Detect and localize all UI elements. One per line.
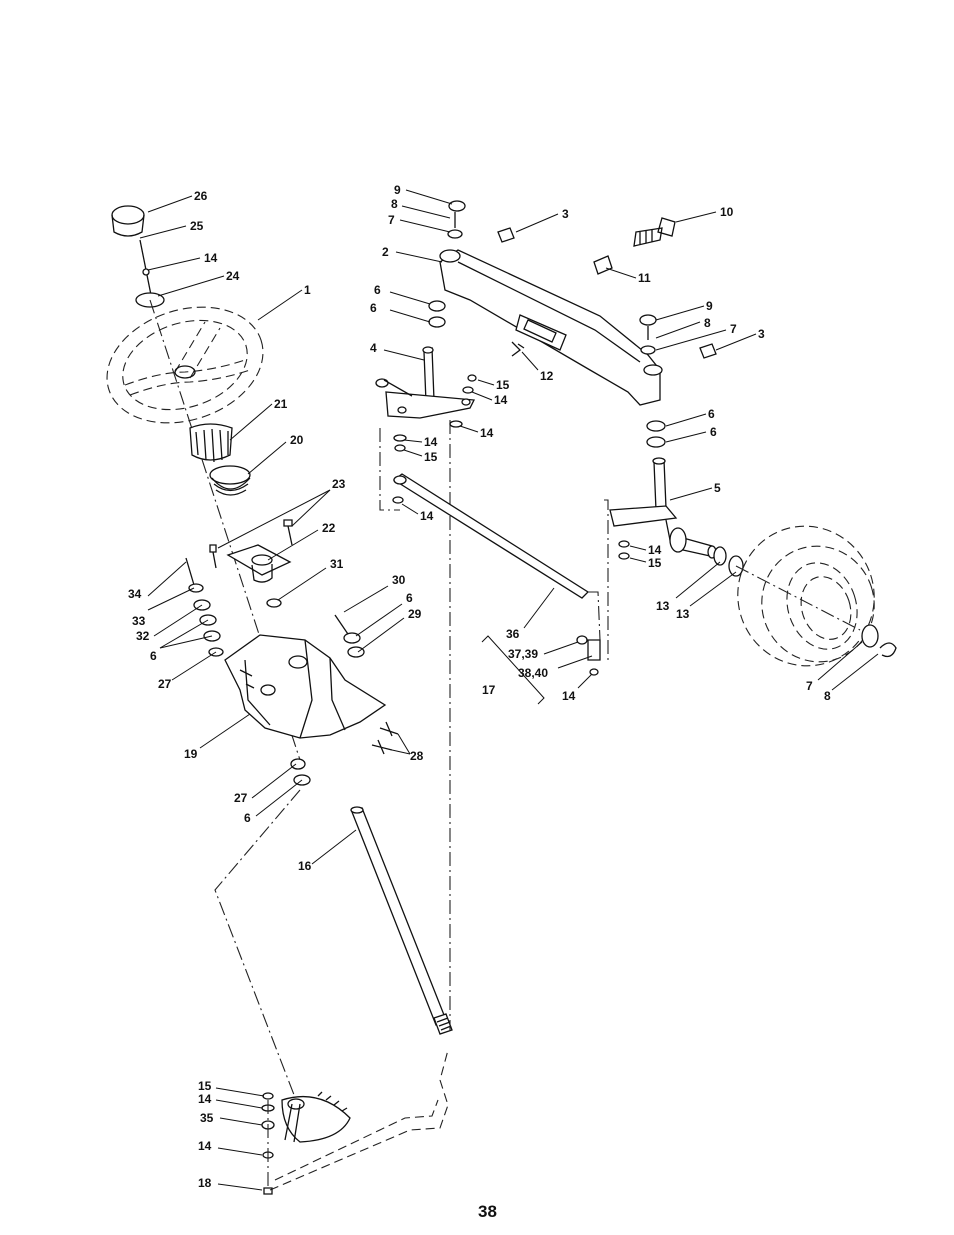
- callout-label: 3: [758, 327, 765, 341]
- callout-label: 14: [562, 689, 576, 703]
- callout-label: 21: [274, 397, 288, 411]
- pivot-bolt-part: [634, 218, 675, 246]
- callout-label: 5: [714, 481, 721, 495]
- washer-stack-left: [186, 558, 223, 656]
- callout-labels: 26 25 14 24 1 21 20 23 22 31 34 33 32 6 …: [128, 183, 831, 1190]
- callout-label: 10: [720, 205, 734, 219]
- boot-20-part: [210, 466, 250, 495]
- callout-label: 6: [374, 283, 381, 297]
- callout-label: 13: [676, 607, 690, 621]
- callout-label: 15: [198, 1079, 212, 1093]
- callout-label: 38,40: [518, 666, 548, 680]
- callout-label: 6: [710, 425, 717, 439]
- spindle-left-part: [376, 347, 474, 418]
- bushing-22-part: [228, 545, 290, 582]
- callout-label: 24: [226, 269, 240, 283]
- callout-label: 14: [198, 1092, 212, 1106]
- callout-label: 28: [410, 749, 424, 763]
- steering-shaft-16-part: [351, 807, 452, 1034]
- adapter-21-part: [190, 424, 232, 462]
- callout-label: 27: [158, 677, 172, 691]
- callout-label: 26: [194, 189, 208, 203]
- steering-wheel-part: [92, 288, 278, 442]
- callout-label: 7: [730, 322, 737, 336]
- callout-label: 27: [234, 791, 248, 805]
- callout-label: 2: [382, 245, 389, 259]
- callout-label: 37,39: [508, 647, 538, 661]
- callout-label: 32: [136, 629, 150, 643]
- callout-label: 15: [648, 556, 662, 570]
- callout-label: 30: [392, 573, 406, 587]
- callout-label: 6: [406, 591, 413, 605]
- callout-label: 23: [332, 477, 346, 491]
- callout-label: 8: [704, 316, 711, 330]
- callout-label: 6: [150, 649, 157, 663]
- page-number: 38: [478, 1202, 497, 1222]
- callout-label: 6: [244, 811, 251, 825]
- callout-label: 34: [128, 587, 142, 601]
- callout-label: 9: [706, 299, 713, 313]
- callout-label: 16: [298, 859, 312, 873]
- sector-gear-part: [282, 1092, 350, 1142]
- callout-label: 25: [190, 219, 204, 233]
- callout-label: 15: [424, 450, 438, 464]
- callout-label: 14: [198, 1139, 212, 1153]
- callout-label: 22: [322, 521, 336, 535]
- callout-label: 15: [496, 378, 510, 392]
- callout-label: 14: [424, 435, 438, 449]
- callout-label: 17: [482, 683, 496, 697]
- callout-label: 12: [540, 369, 554, 383]
- callout-label: 4: [370, 341, 377, 355]
- callout-label: 19: [184, 747, 198, 761]
- callout-label: 14: [204, 251, 218, 265]
- callout-label: 3: [562, 207, 569, 221]
- callout-label: 18: [198, 1176, 212, 1190]
- callout-label: 13: [656, 599, 670, 613]
- steering-cap-part: [112, 206, 144, 236]
- callout-label: 8: [391, 197, 398, 211]
- callout-label: 6: [708, 407, 715, 421]
- callout-label: 31: [330, 557, 344, 571]
- callout-label: 35: [200, 1111, 214, 1125]
- callout-label: 14: [648, 543, 662, 557]
- callout-label: 11: [638, 271, 651, 285]
- callout-label: 7: [806, 679, 813, 693]
- callout-label: 14: [494, 393, 508, 407]
- tie-rod-part: [393, 474, 588, 598]
- callout-label: 33: [132, 614, 146, 628]
- front-wheel-part: [720, 508, 893, 683]
- callout-label: 14: [480, 426, 494, 440]
- callout-label: 1: [304, 283, 311, 297]
- callout-label: 20: [290, 433, 304, 447]
- callout-label: 29: [408, 607, 422, 621]
- callout-label: 6: [370, 301, 377, 315]
- callout-label: 36: [506, 627, 520, 641]
- front-axle-group: [376, 201, 896, 704]
- callout-label: 14: [420, 509, 434, 523]
- callout-label: 8: [824, 689, 831, 703]
- steering-wheel-group: [92, 206, 452, 1194]
- callout-label: 7: [388, 213, 395, 227]
- callout-label: 9: [394, 183, 401, 197]
